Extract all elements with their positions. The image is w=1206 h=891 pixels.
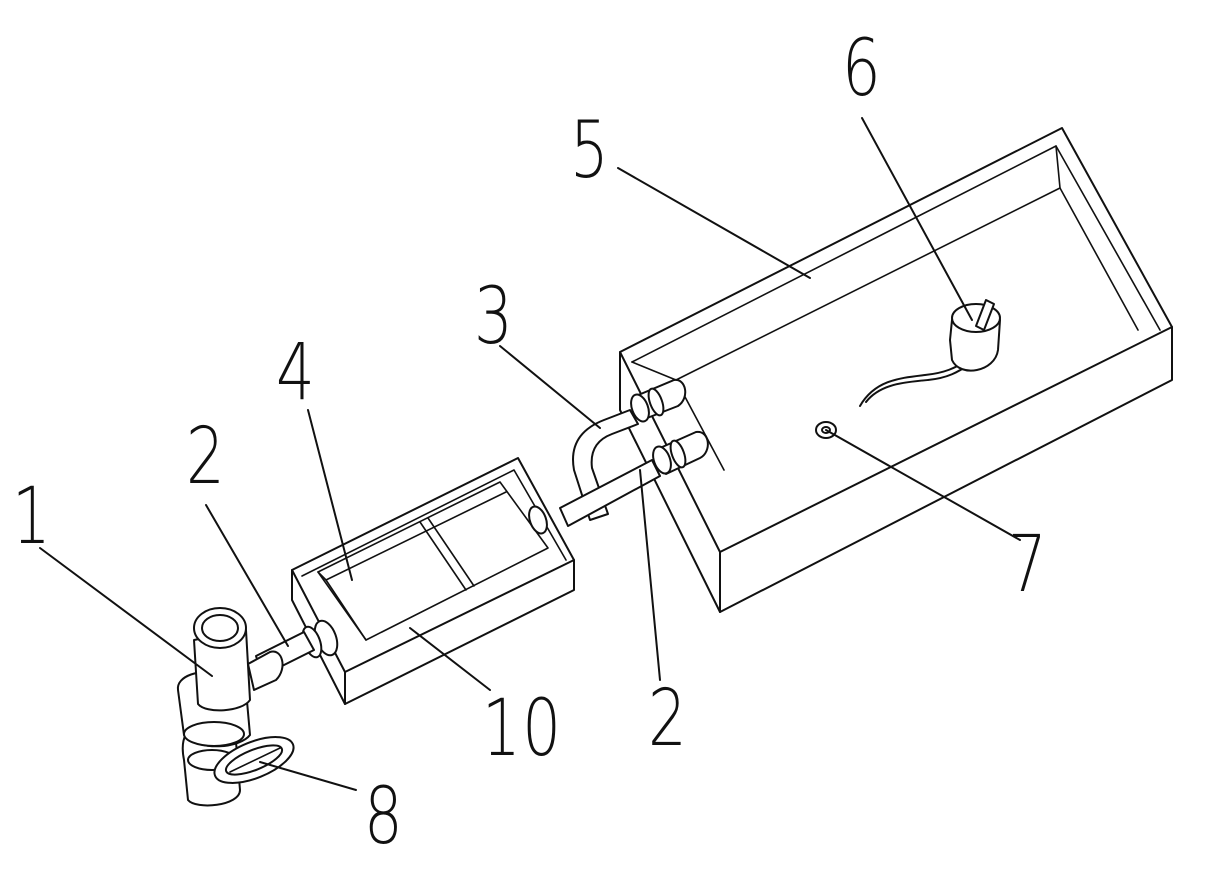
leader-lines (39, 117, 1021, 791)
filter-box (291, 457, 575, 705)
label-10: 10 (482, 684, 563, 774)
label-2-right: 2 (648, 674, 689, 764)
float-switch (859, 299, 1001, 407)
label-8: 8 (364, 772, 405, 862)
label-5: 5 (570, 106, 611, 196)
label-2-left: 2 (186, 412, 227, 502)
water-tank (619, 127, 1173, 613)
label-3: 3 (474, 272, 515, 362)
pipe-valve (176, 607, 284, 807)
label-1: 1 (12, 472, 53, 562)
label-7: 7 (1008, 520, 1049, 610)
inlet-pipes (559, 378, 709, 527)
filter-frame (317, 481, 549, 641)
label-4: 4 (276, 328, 317, 418)
hand-wheel (213, 736, 295, 784)
label-6: 6 (842, 24, 883, 114)
